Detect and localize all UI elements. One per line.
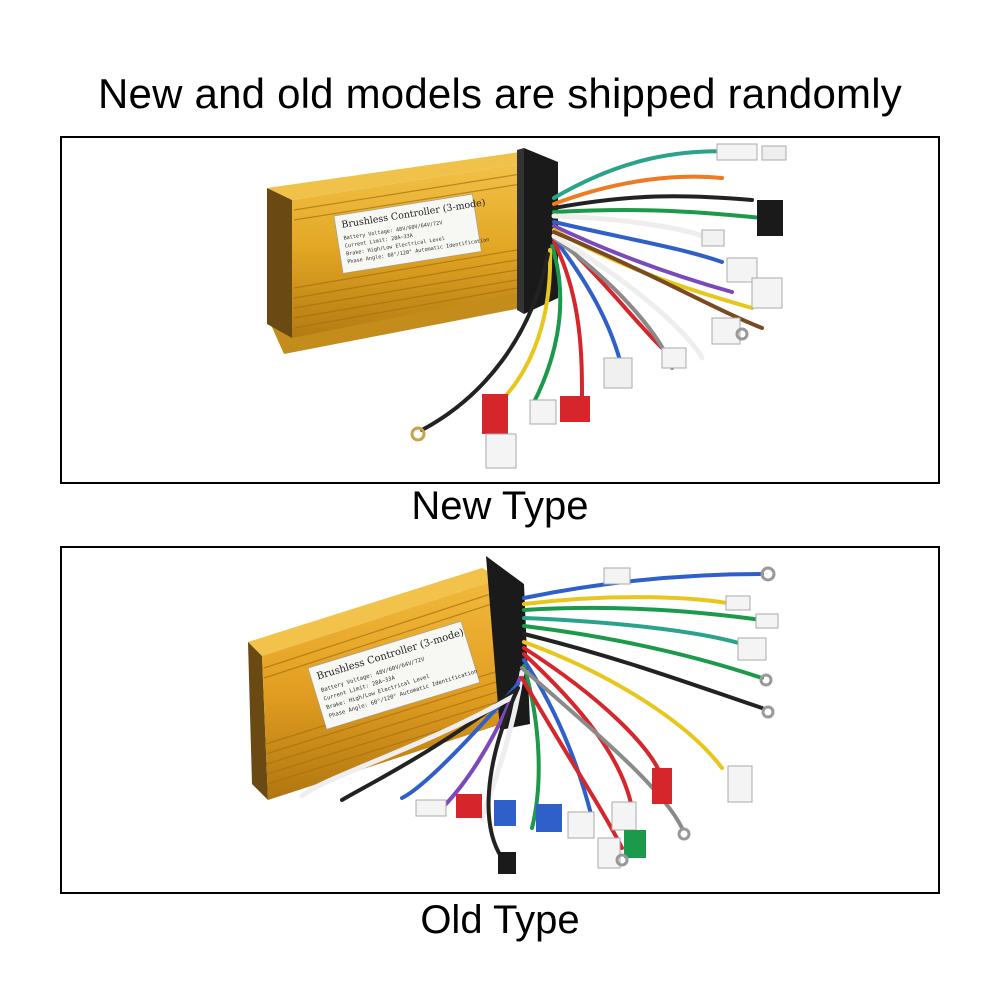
- old-type-caption: Old Type: [420, 898, 580, 942]
- new-type-caption: New Type: [411, 484, 589, 528]
- new-connectors: [410, 143, 787, 469]
- old-connectors: [415, 566, 779, 874]
- headline: New and old models are shipped randomly: [98, 70, 902, 117]
- old-type-controller-photo: Brushless Controller (3-mode) Battery Vo…: [248, 556, 779, 874]
- new-type-controller-photo: Brushless Controller (3-mode) Battery Vo…: [267, 143, 787, 469]
- old-type-photo-frame: Brushless Controller (3-mode) Battery Vo…: [60, 546, 940, 894]
- new-type-photo-frame: Brushless Controller (3-mode) Battery Vo…: [60, 136, 940, 484]
- old-wire-harness: [299, 572, 764, 860]
- new-controller-label: Brushless Controller (3-mode) Battery Vo…: [333, 193, 490, 274]
